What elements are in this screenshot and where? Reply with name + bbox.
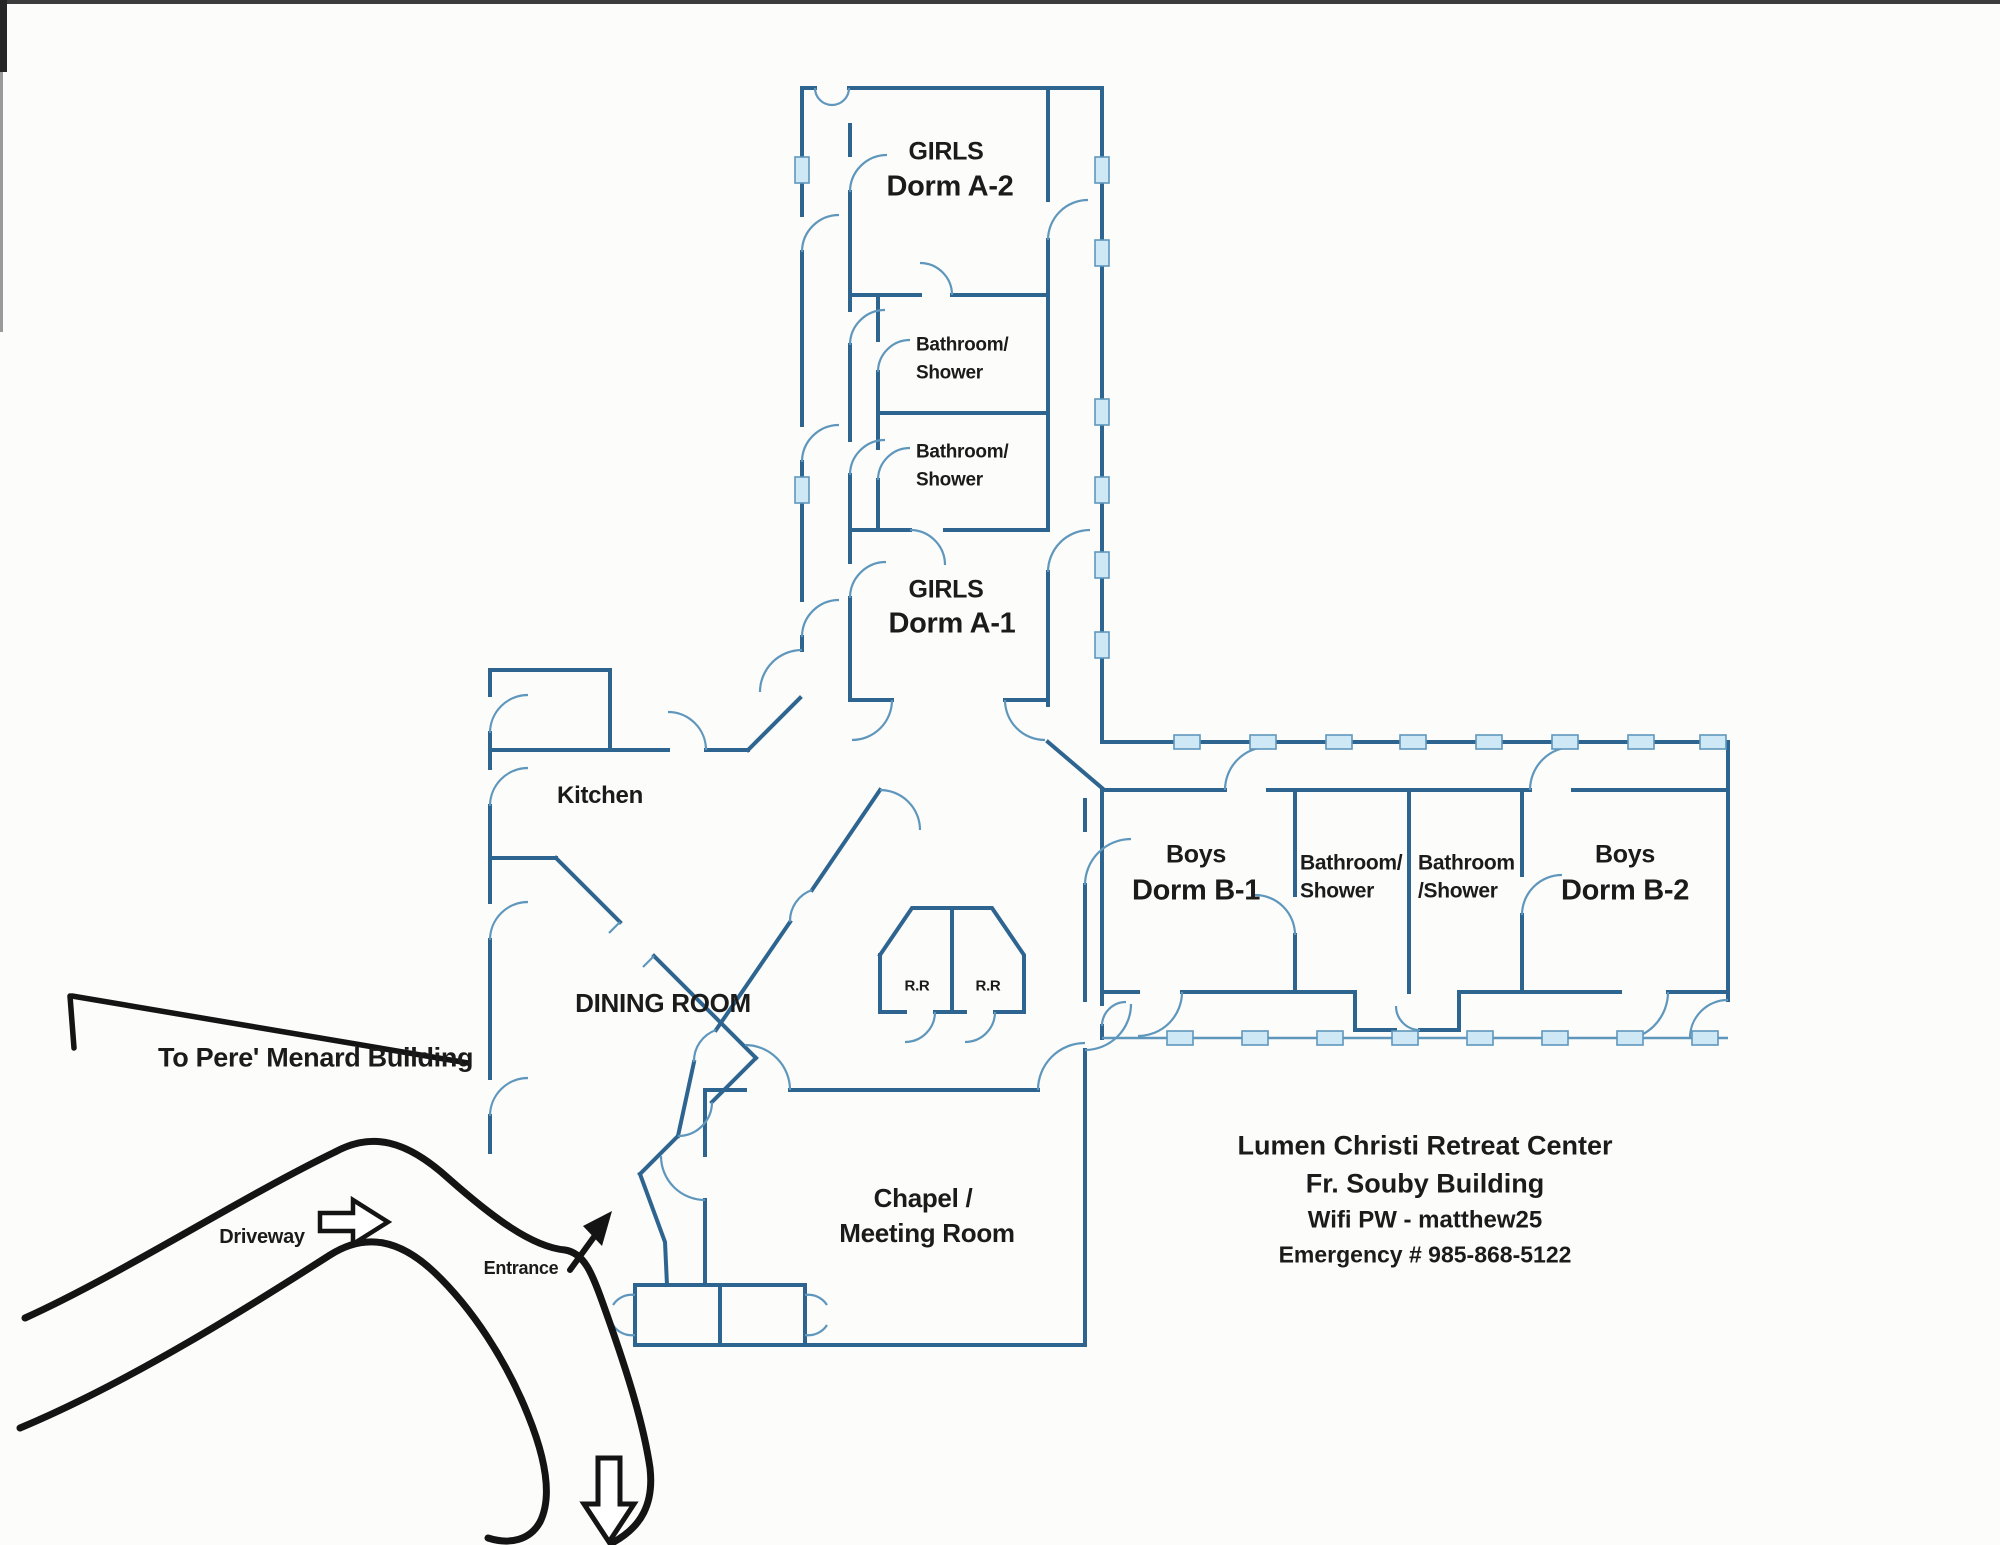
window-marker (1325, 734, 1353, 750)
window-marker (1699, 734, 1727, 750)
annotation-driveway: Driveway (219, 1226, 305, 1248)
driveway-outer-curve (21, 1137, 655, 1545)
window-marker (1399, 734, 1427, 750)
info-wifi-password: Wifi PW - matthew25 (1307, 1206, 1543, 1234)
room-label-boys-bathroom-left-line2: Shower (1300, 879, 1375, 903)
central-area-walls (488, 668, 1087, 1347)
room-label-girls-dorm-a2-line1: GIRLS (908, 137, 984, 166)
window-marker (1551, 734, 1579, 750)
room-label-chapel-line2: Meeting Room (839, 1218, 1015, 1248)
window-marker (1316, 1030, 1344, 1046)
window-marker (1475, 734, 1503, 750)
window-marker (1094, 551, 1110, 579)
room-label-restroom-left: R.R (904, 977, 930, 995)
window-marker (1094, 398, 1110, 426)
room-label-dining-room: DINING ROOM (575, 988, 751, 1018)
driveway-inner-curve (16, 1238, 550, 1545)
boys-wing-walls (1100, 740, 1730, 1040)
window-marker (1691, 1030, 1719, 1046)
window-marker (1094, 239, 1110, 267)
to-pere-menard-arrow (67, 993, 471, 1066)
room-label-restroom-right: R.R (975, 977, 1001, 995)
room-label-girls-bathroom-upper-line2: Shower (916, 362, 983, 384)
window-marker (1241, 1030, 1269, 1046)
info-emergency-number: Emergency # 985-868-5122 (1278, 1241, 1572, 1268)
room-label-girls-bathroom-lower-line2: Shower (916, 469, 983, 491)
boys-wing-windows (1166, 734, 1727, 1046)
window-marker (1094, 631, 1110, 659)
scan-edge-top (0, 0, 2000, 4)
room-label-boys-dorm-b2-line1: Boys (1595, 840, 1655, 869)
info-building-name: Fr. Souby Building (1305, 1168, 1545, 1199)
room-label-chapel-line1: Chapel / (873, 1183, 973, 1213)
girls-wing-windows (794, 156, 1110, 659)
window-marker (1466, 1030, 1494, 1046)
room-label-girls-dorm-a1-line1: GIRLS (908, 575, 984, 604)
window-marker (794, 476, 810, 504)
window-marker (1166, 1030, 1194, 1046)
info-center-name: Lumen Christi Retreat Center (1237, 1130, 1613, 1161)
window-marker (1173, 734, 1201, 750)
room-label-boys-dorm-b2-line2: Dorm B-2 (1560, 874, 1690, 907)
room-label-girls-bathroom-upper-line1: Bathroom/ (916, 334, 1009, 356)
window-marker (1616, 1030, 1644, 1046)
room-label-kitchen: Kitchen (557, 782, 643, 809)
scan-edge-left-faint (0, 72, 3, 332)
room-label-boys-dorm-b1-line1: Boys (1166, 840, 1226, 869)
room-label-girls-dorm-a1-line2: Dorm A-1 (888, 607, 1016, 640)
window-marker (1094, 476, 1110, 504)
driveway-direction-arrow (317, 1195, 393, 1249)
window-marker (1541, 1030, 1569, 1046)
room-label-boys-bathroom-right-line2: /Shower (1418, 879, 1498, 903)
exit-down-arrow (579, 1455, 639, 1545)
room-label-boys-bathroom-right-line1: Bathroom (1418, 851, 1515, 875)
window-marker (1249, 734, 1277, 750)
window-marker (1094, 156, 1110, 184)
room-label-boys-dorm-b1-line2: Dorm B-1 (1131, 874, 1261, 907)
girls-wing-door-arcs (800, 87, 1091, 742)
building-info-block: Lumen Christi Retreat Center Fr. Souby B… (1237, 1130, 1613, 1278)
window-marker (1627, 734, 1655, 750)
room-label-girls-bathroom-lower-line1: Bathroom/ (916, 441, 1009, 463)
annotation-entrance: Entrance (483, 1258, 559, 1278)
annotation-to-pere-menard: To Pere' Menard Building (158, 1042, 474, 1073)
scan-edge-left (0, 0, 7, 72)
room-label-girls-dorm-a2-line2: Dorm A-2 (886, 170, 1014, 203)
entrance-arrow (567, 1211, 612, 1273)
room-label-boys-bathroom-left-line1: Bathroom/ (1300, 851, 1403, 875)
window-marker (794, 156, 810, 184)
driveway-road (16, 1137, 655, 1545)
window-marker (1391, 1030, 1419, 1046)
